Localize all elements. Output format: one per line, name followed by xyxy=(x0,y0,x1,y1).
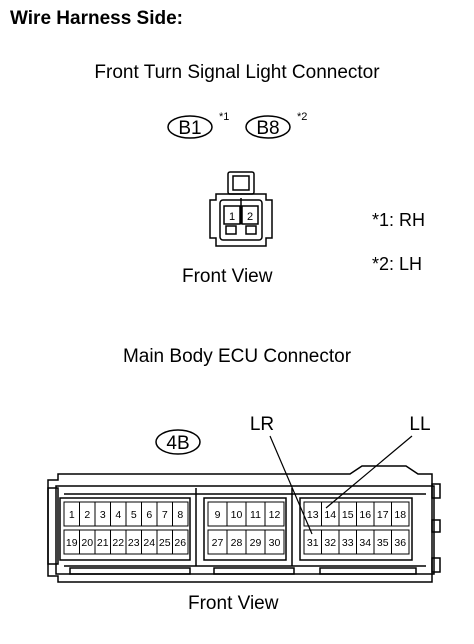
pin-cell-12 xyxy=(264,501,285,527)
pin-label-19: 19 xyxy=(66,537,78,549)
turn-signal-connector-title: Front Turn Signal Light Connector xyxy=(94,62,380,83)
pin-label-32: 32 xyxy=(324,537,336,549)
pin-label-9: 9 xyxy=(215,509,221,521)
pin-label-35: 35 xyxy=(377,537,389,549)
pin-cell-26 xyxy=(172,529,189,555)
pin-2: 2 xyxy=(247,211,253,223)
pin-cell-30 xyxy=(264,529,285,555)
pin-label-10: 10 xyxy=(231,509,243,521)
pin-label-17: 17 xyxy=(377,509,389,521)
pin-label-6: 6 xyxy=(146,509,152,521)
pin-label-14: 14 xyxy=(324,509,336,521)
pin-label-26: 26 xyxy=(174,537,186,549)
pin-label-22: 22 xyxy=(112,537,124,549)
pin-label-34: 34 xyxy=(359,537,371,549)
code-b8-note: *2 xyxy=(297,111,307,123)
pin-label-20: 20 xyxy=(81,537,93,549)
note-rh: *1: RH xyxy=(372,210,426,230)
turn-signal-connector xyxy=(209,171,273,247)
pin-cell-18 xyxy=(391,501,410,527)
pin-cell-36 xyxy=(391,529,410,555)
connector-code-4b: 4B xyxy=(155,429,201,455)
connector-code-b8: B8 *2 xyxy=(245,111,307,139)
pin-label-11: 11 xyxy=(250,509,261,521)
pin-label-15: 15 xyxy=(342,509,354,521)
code-b1-label: B1 xyxy=(178,118,201,139)
main-body-ecu-connector-title: Main Body ECU Connector xyxy=(122,346,352,367)
pin-label-7: 7 xyxy=(162,509,168,521)
connector-code-b1: B1 *1 xyxy=(167,111,229,139)
main-body-ecu-connector xyxy=(47,465,441,583)
ecu-front-view-label: Front View xyxy=(188,593,279,614)
pin-label-13: 13 xyxy=(307,509,319,521)
pin-label-16: 16 xyxy=(359,509,371,521)
pin-label-33: 33 xyxy=(342,537,354,549)
pin-label-2: 2 xyxy=(84,509,90,521)
note-lh: *2: LH xyxy=(372,254,423,274)
pin-label-18: 18 xyxy=(394,509,406,521)
turn-signal-front-view-label: Front View xyxy=(182,266,273,287)
code-b8-label: B8 xyxy=(256,118,279,139)
code-4b-label: 4B xyxy=(166,433,189,454)
pin-label-24: 24 xyxy=(143,537,155,549)
pin-label-21: 21 xyxy=(97,537,109,549)
wire-label-ll: LL xyxy=(409,414,430,435)
pin-label-8: 8 xyxy=(177,509,183,521)
pin-label-28: 28 xyxy=(231,537,243,549)
pin-cell-8 xyxy=(172,501,189,527)
wire-label-lr: LR xyxy=(250,414,274,435)
ll-leader-line xyxy=(325,435,413,509)
pin-label-36: 36 xyxy=(394,537,406,549)
diagram-heading: Wire Harness Side: xyxy=(10,8,184,29)
pin-label-23: 23 xyxy=(128,537,140,549)
pin-label-4: 4 xyxy=(115,509,121,521)
pin-label-5: 5 xyxy=(131,509,137,521)
pin-label-12: 12 xyxy=(269,509,281,521)
pin-label-30: 30 xyxy=(269,537,281,549)
pin-label-27: 27 xyxy=(212,537,224,549)
pin-label-25: 25 xyxy=(159,537,171,549)
pin-label-31: 31 xyxy=(307,537,319,549)
pin-label-1: 1 xyxy=(69,509,75,521)
pin-label-29: 29 xyxy=(250,537,262,549)
code-b1-note: *1 xyxy=(219,111,229,123)
lr-leader-line xyxy=(269,435,313,535)
pin-1: 1 xyxy=(229,211,235,223)
pin-label-3: 3 xyxy=(100,509,106,521)
